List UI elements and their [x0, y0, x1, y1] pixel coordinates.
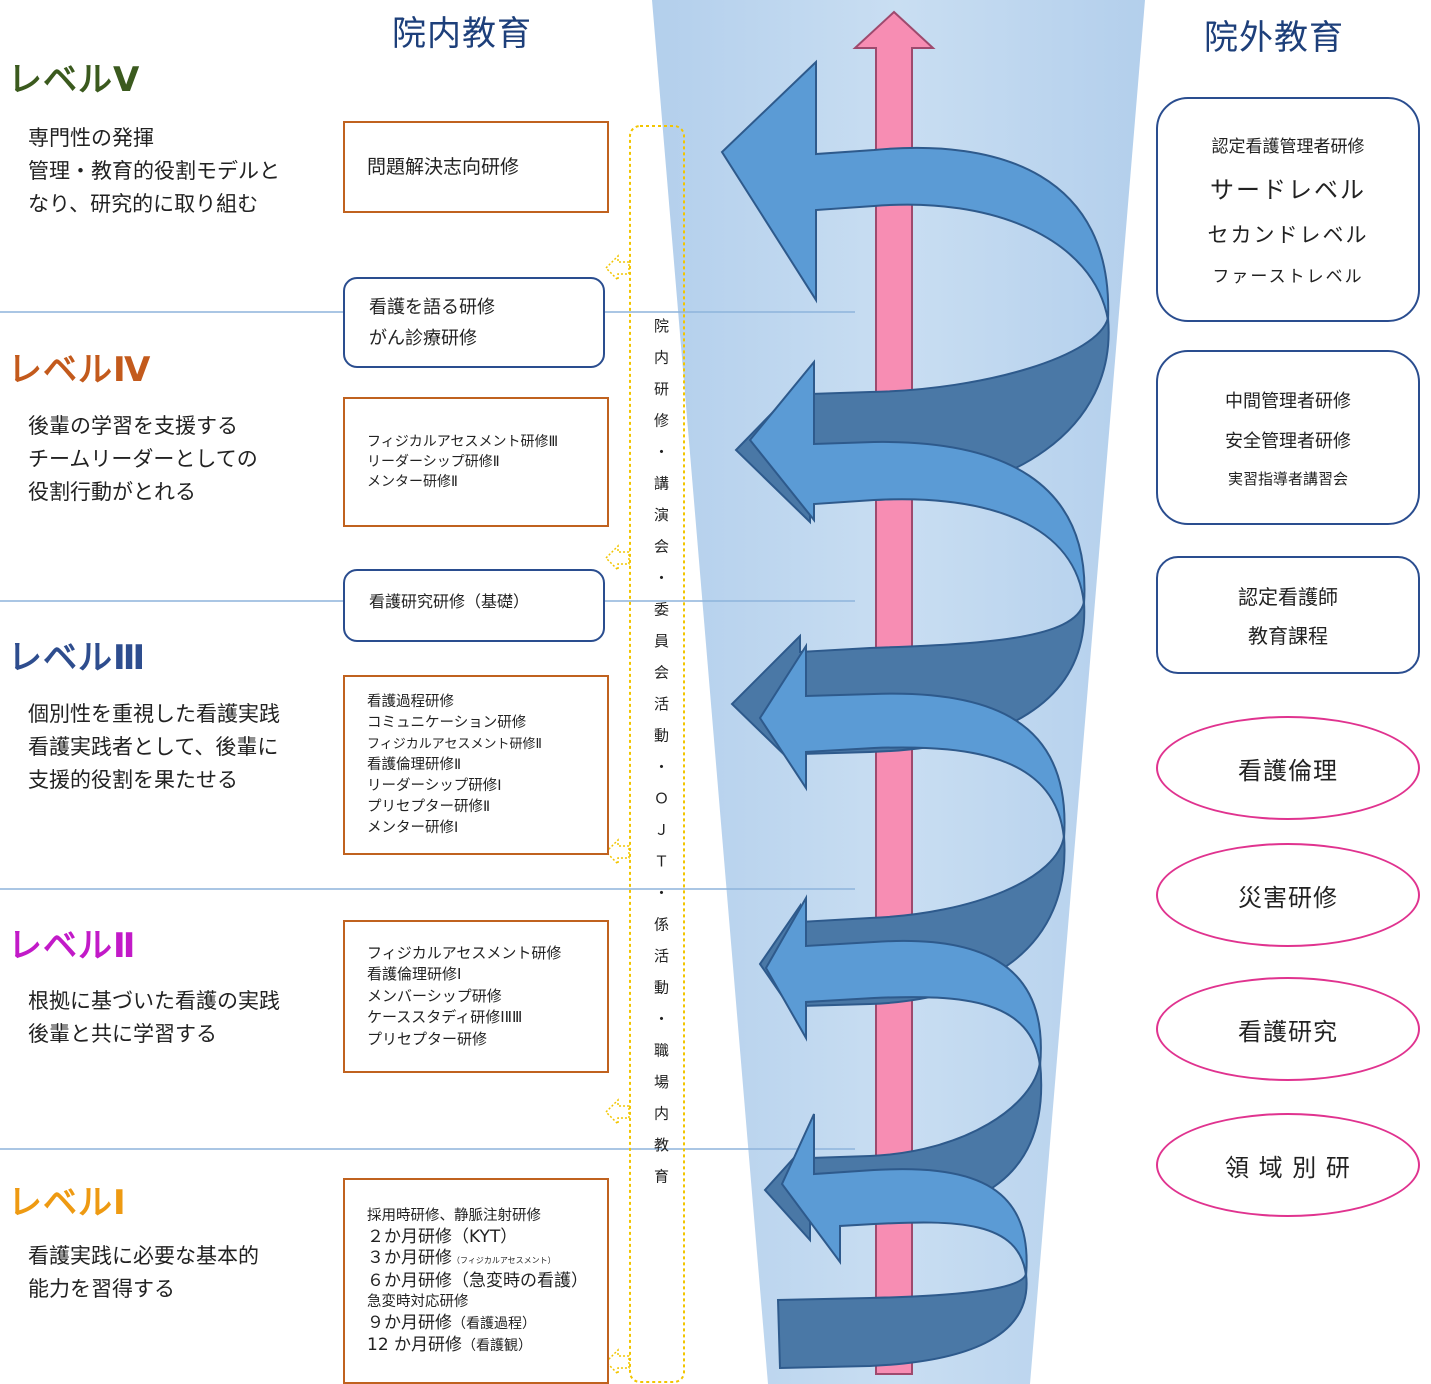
- boundary-box-level-3-4: 看護研究研修（基礎）: [343, 569, 605, 642]
- level-1-training-box: 採用時研修、静脈注射研修 ２か月研修（KYT） ３か月研修（フィジカルアセスメン…: [343, 1178, 609, 1384]
- training-item: 問題解決志向研修: [367, 155, 520, 178]
- training-item-with-note: ９か月研修（看護過程）: [367, 1313, 585, 1335]
- external-box-certified-nurse-course: 認定看護師 教育課程: [1156, 556, 1420, 674]
- training-item: メンター研修Ⅰ: [367, 819, 459, 836]
- training-item: ９か月研修: [367, 1312, 452, 1333]
- external-item: 中間管理者研修: [1225, 390, 1351, 412]
- external-box-certified-nursing-admin: 認定看護管理者研修 サードレベル セカンドレベル ファーストレベル: [1156, 97, 1420, 322]
- internal-education-header: 院内教育: [392, 14, 532, 54]
- training-item: 急変時対応研修: [367, 1293, 469, 1310]
- external-ellipse-nursing-ethics: 看護倫理: [1156, 716, 1420, 820]
- training-item-with-note: 12 か月研修（看護観）: [367, 1335, 585, 1357]
- external-item: 認定看護管理者研修: [1211, 137, 1365, 158]
- level-2-description: 根拠に基づいた看護の実践 後輩と共に学習する: [28, 989, 280, 1046]
- vertical-activity-label: 院内研修・講演会・委員会活動・ＯＪＴ・係活動・職場内教育: [652, 318, 670, 1200]
- training-item: 看護研究研修（基礎）: [369, 592, 530, 611]
- vertical-dotted-frame: [629, 125, 685, 1383]
- external-item: セカンドレベル: [1207, 222, 1369, 247]
- training-item: メンバーシップ研修: [367, 986, 502, 1005]
- external-education-header: 院外教育: [1204, 18, 1344, 58]
- training-item: 看護倫理研修Ⅰ: [367, 965, 462, 984]
- training-item: 看護を語る研修: [369, 296, 495, 318]
- level-5-description: 専門性の発揮 管理・教育的役割モデルと なり、研究的に取り組む: [28, 126, 280, 216]
- external-item: 認定看護師: [1238, 584, 1338, 609]
- training-item-with-note: ３か月研修（フィジカルアセスメント）: [367, 1248, 585, 1271]
- training-item: ６か月研修（急変時の看護）: [367, 1270, 588, 1291]
- level-4-training-box: フィジカルアセスメント研修Ⅲ リーダーシップ研修Ⅱ メンター研修Ⅱ: [343, 397, 609, 527]
- level-3-training-box: 看護過程研修 コミュニケーション研修 フィジカルアセスメント研修Ⅱ 看護倫理研修…: [343, 675, 609, 855]
- level-3-title: レベルⅢ: [8, 638, 147, 678]
- training-item: プリセプター研修: [367, 1029, 488, 1048]
- level-2-title: レベルⅡ: [8, 926, 137, 966]
- external-item: ファーストレベル: [1212, 266, 1364, 287]
- training-item: リーダーシップ研修Ⅱ: [367, 454, 500, 470]
- training-item: がん診療研修: [369, 327, 477, 349]
- training-item: 採用時研修、静脈注射研修: [367, 1207, 541, 1224]
- training-item: リーダーシップ研修Ⅰ: [367, 777, 502, 794]
- external-box-management-training: 中間管理者研修 安全管理者研修 実習指導者講習会: [1156, 350, 1420, 525]
- level-3-description: 個別性を重視した看護実践 看護実践者として、後輩に 支援的役割を果たせる: [28, 702, 280, 792]
- training-item: 看護倫理研修Ⅱ: [367, 756, 462, 773]
- training-item: プリセプター研修Ⅱ: [367, 798, 491, 815]
- level-1-description: 看護実践に必要な基本的 能力を習得する: [28, 1244, 259, 1301]
- training-note: （フィジカルアセスメント）: [452, 1255, 556, 1265]
- training-item: 12 か月研修: [367, 1334, 463, 1355]
- level-4-description: 後輩の学習を支援する チームリーダーとしての 役割行動がとれる: [28, 414, 258, 504]
- level-1-title: レベルⅠ: [8, 1183, 127, 1223]
- external-item: サードレベル: [1210, 176, 1366, 205]
- training-item: 看護過程研修: [367, 693, 454, 710]
- pointer-arrows: [604, 254, 630, 1376]
- level-5-title: レベルⅤ: [8, 60, 141, 100]
- external-ellipse-nursing-research: 看護研究: [1156, 977, 1420, 1081]
- training-item: フィジカルアセスメント研修Ⅱ: [367, 736, 542, 752]
- external-ellipse-disaster-training: 災害研修: [1156, 843, 1420, 947]
- level-5-training-box: 問題解決志向研修: [343, 121, 609, 213]
- boundary-box-level-4-5: 看護を語る研修 がん診療研修: [343, 277, 605, 368]
- external-ellipse-specialty-training: 領 域 別 研: [1156, 1113, 1420, 1217]
- spiral-arrows: [720, 59, 1110, 1370]
- training-item: メンター研修Ⅱ: [367, 474, 458, 490]
- training-note: （看護観）: [462, 1337, 533, 1354]
- training-item: ２か月研修（KYT）: [367, 1226, 518, 1247]
- external-item: 教育課程: [1248, 624, 1328, 649]
- training-item: ケーススタディ研修ⅠⅡⅢ: [367, 1008, 523, 1027]
- training-note: （看護過程）: [452, 1315, 536, 1332]
- external-item: 安全管理者研修: [1225, 431, 1351, 452]
- level-2-training-box: フィジカルアセスメント研修 看護倫理研修Ⅰ メンバーシップ研修 ケーススタディ研…: [343, 920, 609, 1073]
- level-4-title: レベルⅣ: [8, 350, 152, 390]
- training-item: ３か月研修: [367, 1247, 452, 1268]
- training-item: フィジカルアセスメント研修Ⅲ: [367, 434, 559, 450]
- external-item: 実習指導者講習会: [1227, 469, 1348, 488]
- training-item: フィジカルアセスメント研修: [367, 943, 562, 962]
- training-item: コミュニケーション研修: [367, 714, 527, 731]
